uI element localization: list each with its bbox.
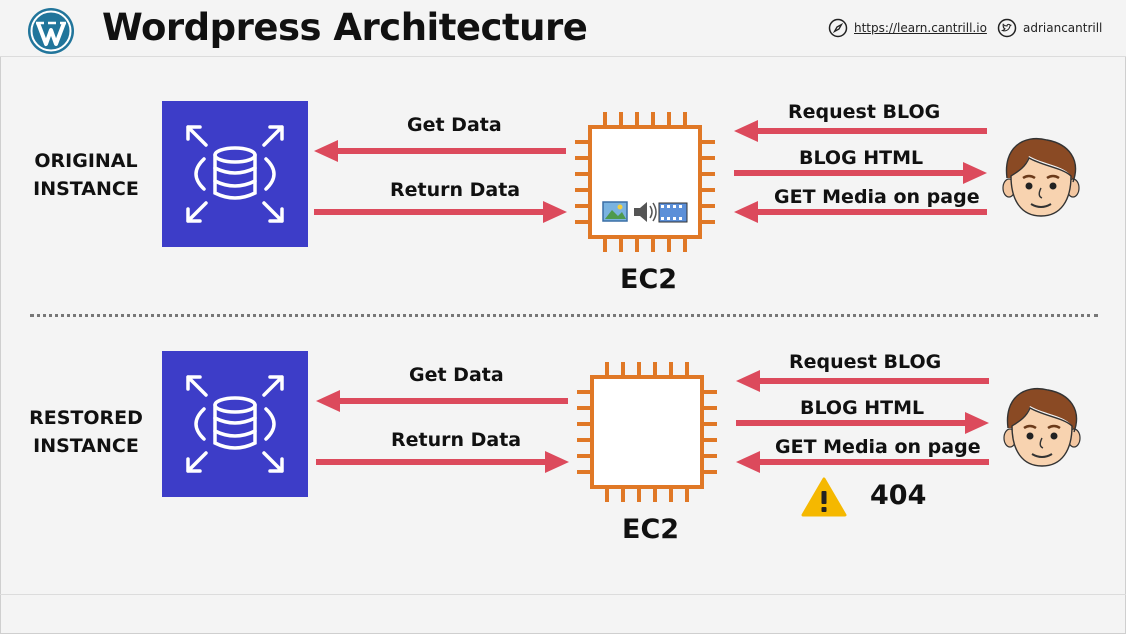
blog-html-label-restored: BLOG HTML <box>800 397 925 419</box>
page-title: Wordpress Architecture <box>102 6 588 49</box>
get-media-label: GET Media on page <box>774 186 980 208</box>
get-data-label: Get Data <box>407 114 502 136</box>
error-404-label: 404 <box>870 480 927 511</box>
ec2-instance-icon <box>573 110 717 254</box>
twitter-link[interactable]: adriancantrill <box>997 18 1102 38</box>
blog-html-label: BLOG HTML <box>799 147 924 169</box>
restored-instance-label: RESTORED INSTANCE <box>28 404 144 460</box>
rds-database-icon-restored <box>160 349 310 499</box>
instance-label-line2: INSTANCE <box>33 178 139 200</box>
arrows-top <box>314 120 987 223</box>
ec2-label-restored: EC2 <box>622 514 680 545</box>
wordpress-logo-icon <box>28 8 74 54</box>
ec2-label: EC2 <box>620 264 678 295</box>
instance-label-line1: RESTORED <box>29 407 143 429</box>
get-data-label-restored: Get Data <box>409 364 504 386</box>
compass-icon <box>828 18 848 38</box>
header: Wordpress Architecture https://learn.can… <box>0 0 1126 57</box>
return-data-label-restored: Return Data <box>391 429 522 451</box>
request-blog-label: Request BLOG <box>788 101 941 123</box>
instance-label-line1: ORIGINAL <box>34 150 138 172</box>
warning-icon <box>801 477 847 517</box>
user-avatar-icon-restored <box>1002 387 1082 468</box>
user-avatar-icon <box>1001 137 1081 218</box>
request-blog-label-restored: Request BLOG <box>789 351 942 373</box>
get-media-label-restored: GET Media on page <box>775 436 981 458</box>
section-divider <box>30 314 1098 317</box>
instance-label-line2: INSTANCE <box>33 435 139 457</box>
arrows-bottom <box>316 370 989 473</box>
twitter-icon <box>997 18 1017 38</box>
course-link[interactable]: https://learn.cantrill.io <box>828 18 987 38</box>
footer-line <box>0 594 1126 595</box>
media-files-icon <box>602 201 688 223</box>
return-data-label: Return Data <box>390 179 521 201</box>
ec2-instance-icon-restored <box>575 360 719 504</box>
course-url[interactable]: https://learn.cantrill.io <box>854 21 987 35</box>
original-instance-label: ORIGINAL INSTANCE <box>30 147 142 203</box>
twitter-handle[interactable]: adriancantrill <box>1023 21 1103 35</box>
rds-database-icon <box>160 99 310 249</box>
